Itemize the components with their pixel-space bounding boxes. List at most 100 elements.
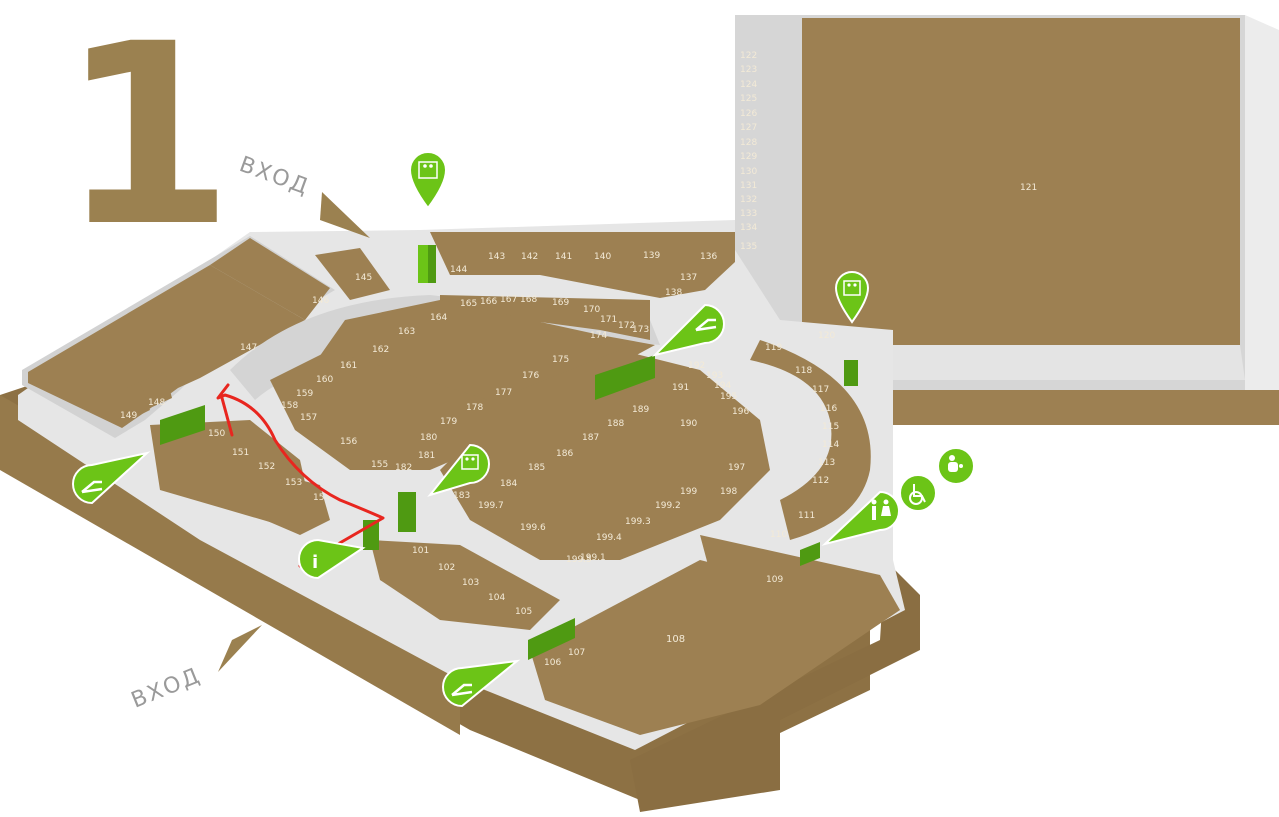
unit-label: 166 bbox=[480, 297, 497, 307]
unit-label: 154 bbox=[313, 493, 330, 503]
elevator-pin[interactable] bbox=[408, 150, 448, 210]
mother-child-icon bbox=[948, 455, 963, 472]
unit-label: 121 bbox=[1020, 183, 1037, 193]
unit-label: 122 bbox=[740, 51, 757, 61]
elevator-pin[interactable] bbox=[427, 443, 490, 497]
unit-label: 152 bbox=[258, 462, 275, 472]
unit-label: 198 bbox=[720, 487, 737, 497]
unit-label: 199.6 bbox=[520, 523, 546, 533]
unit-label: 151 bbox=[232, 448, 249, 458]
unit-label: 160 bbox=[316, 375, 333, 385]
unit-label: 171 bbox=[600, 315, 617, 325]
elevator-icon bbox=[843, 280, 861, 296]
unit-label: 197 bbox=[728, 463, 745, 473]
unit-label: 184 bbox=[500, 479, 517, 489]
elevator-pin[interactable] bbox=[834, 270, 870, 324]
unit-label: 146 bbox=[312, 296, 329, 306]
unit-label: 111 bbox=[798, 511, 815, 521]
services-pin[interactable] bbox=[821, 447, 975, 546]
unit-label: 167 bbox=[500, 295, 517, 305]
unit-label: 173 bbox=[632, 325, 649, 335]
floor-number: 1 bbox=[60, 0, 234, 281]
unit-label: 125 bbox=[740, 94, 757, 104]
unit-label: 156 bbox=[340, 437, 357, 447]
unit-label: 126 bbox=[740, 109, 757, 119]
unit-label: 159 bbox=[296, 389, 313, 399]
unit-label: 188 bbox=[607, 419, 624, 429]
unit-label: 153 bbox=[285, 478, 302, 488]
unit-label: 161 bbox=[340, 361, 357, 371]
unit-label: 142 bbox=[521, 252, 538, 262]
left-stores[interactable] bbox=[22, 236, 390, 438]
unit-label: 199.1 bbox=[580, 553, 606, 563]
unit-label: 165 bbox=[460, 299, 477, 309]
elevator-icon bbox=[418, 161, 438, 179]
escalator-icon bbox=[81, 480, 103, 494]
unit-label: 127 bbox=[740, 123, 757, 133]
unit-label: 169 bbox=[552, 298, 569, 308]
info-pin[interactable]: i bbox=[298, 538, 366, 580]
unit-label: 129 bbox=[740, 152, 757, 162]
toilets-icon bbox=[871, 499, 891, 520]
unit-label: 168 bbox=[520, 295, 537, 305]
unit-label: 138 bbox=[665, 288, 682, 298]
store-labels: 101 102 103 104 105 106 107 108 109 110 … bbox=[120, 51, 1037, 668]
unit-label: 109 bbox=[766, 575, 783, 585]
central-stores[interactable] bbox=[150, 350, 520, 535]
unit-label: 185 bbox=[528, 463, 545, 473]
unit-label: 186 bbox=[556, 449, 573, 459]
unit-label: 172 bbox=[618, 321, 635, 331]
unit-label: 180 bbox=[420, 433, 437, 443]
unit-label: 170 bbox=[583, 305, 600, 315]
escalator-pin[interactable] bbox=[651, 303, 725, 357]
unit-label: 137 bbox=[680, 273, 697, 283]
entrance-top[interactable]: ВХОД bbox=[236, 152, 370, 238]
unit-label: 190 bbox=[680, 419, 697, 429]
unit-label: 120 bbox=[818, 331, 835, 341]
unit-label: 133 bbox=[740, 209, 757, 219]
unit-label: 117 bbox=[812, 385, 829, 395]
unit-label: 199.7 bbox=[478, 501, 504, 511]
unit-label: 143 bbox=[488, 252, 505, 262]
escalator-pin[interactable] bbox=[72, 451, 151, 505]
unit-label: 176 bbox=[522, 371, 539, 381]
unit-label: 149 bbox=[120, 411, 137, 421]
unit-label: 135 bbox=[740, 242, 757, 252]
unit-label: 124 bbox=[740, 80, 757, 90]
unit-label: 177 bbox=[495, 388, 512, 398]
unit-label: 139 bbox=[643, 251, 660, 261]
unit-label: 136 bbox=[700, 252, 717, 262]
unit-label: 199.5 bbox=[566, 555, 592, 565]
route-path bbox=[216, 383, 385, 568]
unit-label: 181 bbox=[418, 451, 435, 461]
bottom-stores[interactable] bbox=[370, 540, 900, 735]
unit-label: 110 bbox=[770, 530, 787, 540]
unit-label: 115 bbox=[822, 422, 839, 432]
unit-label: 144 bbox=[450, 265, 467, 275]
unit-label: 101 bbox=[412, 546, 429, 556]
unit-label: 199.2 bbox=[655, 501, 681, 511]
unit-label: 141 bbox=[555, 252, 572, 262]
unit-label: 194 bbox=[714, 381, 731, 391]
unit-label: 118 bbox=[795, 366, 812, 376]
unit-label: 189 bbox=[632, 405, 649, 415]
unit-label: 104 bbox=[488, 593, 505, 603]
entrance-bottom[interactable]: ВХОД bbox=[128, 625, 262, 714]
unit-label: 162 bbox=[372, 345, 389, 355]
unit-label: 145 bbox=[355, 273, 372, 283]
unit-label: 106 bbox=[544, 658, 561, 668]
unit-label: 183 bbox=[453, 491, 470, 501]
unit-label: 147 bbox=[240, 343, 257, 353]
unit-label: 199 bbox=[680, 487, 697, 497]
unit-label: 174 bbox=[590, 331, 607, 341]
unit-label: 123 bbox=[740, 65, 757, 75]
unit-label: 102 bbox=[438, 563, 455, 573]
unit-label: 157 bbox=[300, 413, 317, 423]
escalator-icon bbox=[451, 683, 473, 697]
escalator-pin[interactable] bbox=[442, 659, 521, 708]
entrance-label: ВХОД bbox=[236, 152, 313, 200]
unit-label: 179 bbox=[440, 417, 457, 427]
unit-label: 132 bbox=[740, 195, 757, 205]
unit-label: 107 bbox=[568, 648, 585, 658]
